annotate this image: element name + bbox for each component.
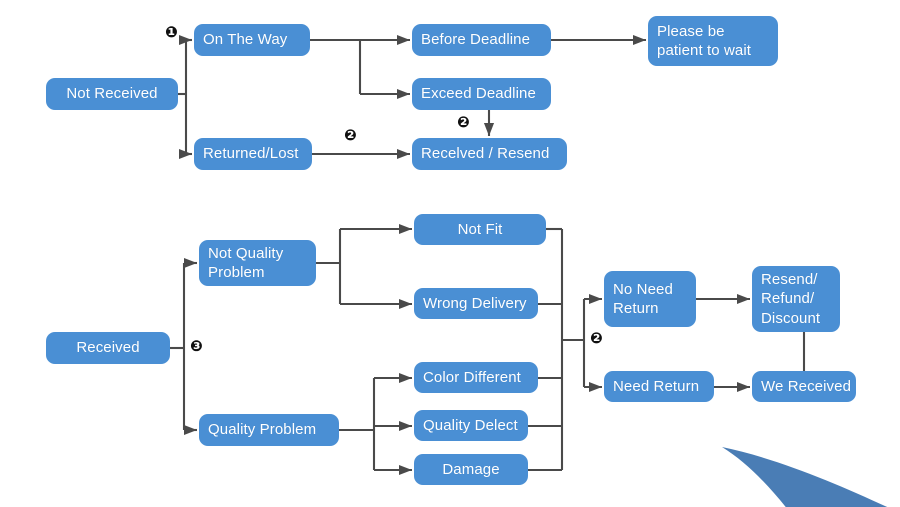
node-label: Quality Delect — [423, 416, 518, 434]
node-label: On The Way — [203, 31, 288, 49]
node-not_quality[interactable]: Not Quality Problem — [199, 240, 316, 286]
node-label: Not Received — [66, 85, 158, 103]
node-received_resend[interactable]: Recelved / Resend — [412, 138, 567, 170]
node-label: Recelved / Resend — [421, 145, 550, 163]
node-label: Resend/ Refund/ Discount — [761, 271, 821, 327]
node-label: Need Return — [613, 377, 700, 395]
step-marker-2: ❷ — [457, 113, 470, 131]
step-marker-2: ❷ — [590, 329, 603, 347]
node-we_received[interactable]: We Received — [752, 371, 856, 402]
node-wrong_delivery[interactable]: Wrong Delivery — [414, 288, 538, 319]
node-no_need_return[interactable]: No Need Return — [604, 271, 696, 327]
node-label: Wrong Delivery — [423, 294, 527, 312]
node-resend_refund[interactable]: Resend/ Refund/ Discount — [752, 266, 840, 332]
node-label: Exceed Deadline — [421, 85, 536, 103]
node-damage[interactable]: Damage — [414, 454, 528, 485]
node-label: Returned/Lost — [203, 145, 299, 163]
node-label: Please be patient to wait — [657, 22, 752, 59]
node-exceed_deadline[interactable]: Exceed Deadline — [412, 78, 551, 110]
node-need_return[interactable]: Need Return — [604, 371, 714, 402]
node-label: Quality Problem — [208, 421, 317, 439]
decorative-swoosh — [722, 447, 888, 507]
node-before_deadline[interactable]: Before Deadline — [412, 24, 551, 56]
node-not_received[interactable]: Not Received — [46, 78, 178, 110]
step-marker-1: ❶ — [165, 23, 178, 41]
node-quality_problem[interactable]: Quality Problem — [199, 414, 339, 446]
node-please_be_patient[interactable]: Please be patient to wait — [648, 16, 778, 66]
node-label: Before Deadline — [421, 31, 531, 49]
node-returned_lost[interactable]: Returned/Lost — [194, 138, 312, 170]
node-on_the_way[interactable]: On The Way — [194, 24, 310, 56]
node-label: Not Quality Problem — [208, 244, 284, 281]
node-quality_delect[interactable]: Quality Delect — [414, 410, 528, 441]
node-label: Color Different — [423, 368, 521, 386]
node-label: We Received — [761, 377, 852, 395]
node-label: Received — [76, 339, 140, 357]
step-marker-3: ❸ — [190, 337, 203, 355]
node-label: Damage — [442, 460, 500, 478]
node-label: No Need Return — [613, 280, 673, 317]
node-received[interactable]: Received — [46, 332, 170, 364]
node-label: Not Fit — [457, 220, 503, 238]
node-not_fit[interactable]: Not Fit — [414, 214, 546, 245]
step-marker-2: ❷ — [344, 126, 357, 144]
node-color_different[interactable]: Color Different — [414, 362, 538, 393]
